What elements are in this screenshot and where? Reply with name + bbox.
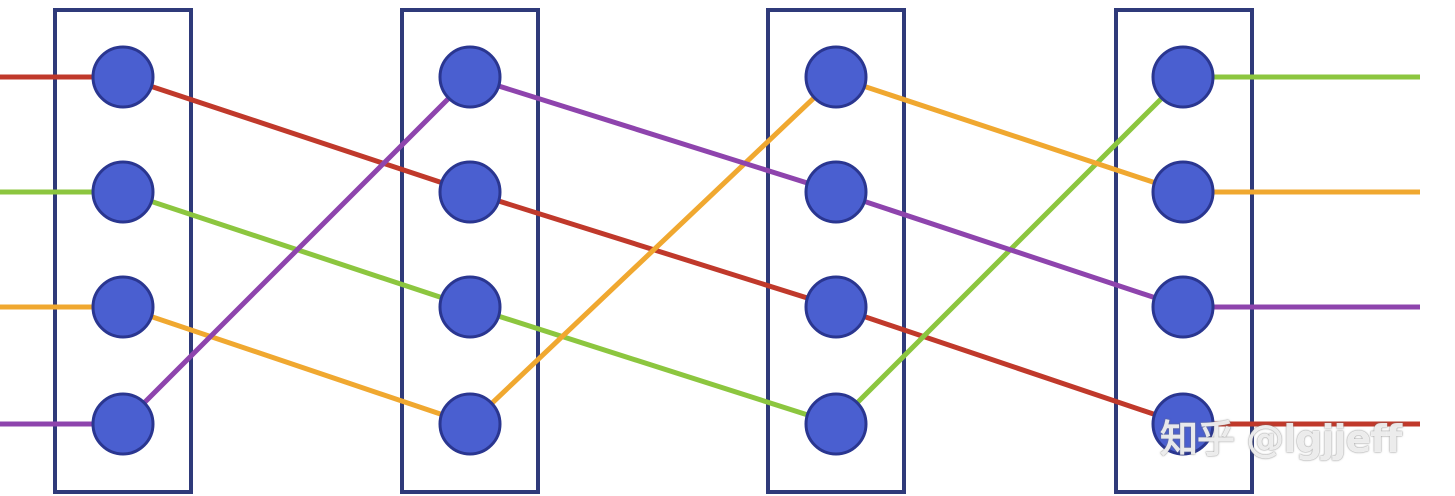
node-stage-2-row-4: [438, 392, 502, 456]
stage-frame-1: [53, 8, 193, 494]
stage-nodes: [91, 45, 1215, 456]
node-stage-1-row-1: [91, 45, 155, 109]
node-stage-1-row-2: [91, 160, 155, 224]
node-stage-1-row-3: [91, 275, 155, 339]
watermark-text: 知乎 @lgjjeff: [1160, 417, 1402, 461]
node-stage-4-row-4: [1151, 392, 1215, 456]
node-stage-2-row-2: [438, 160, 502, 224]
node-stage-2-row-3: [438, 275, 502, 339]
red-wire: [0, 74, 1420, 427]
green-wire: [0, 74, 1420, 427]
purple-wire: [0, 74, 1420, 427]
node-stage-4-row-2: [1151, 160, 1215, 224]
node-stage-2-row-1: [438, 45, 502, 109]
stage-frame-2: [400, 8, 540, 494]
node-stage-4-row-3: [1151, 275, 1215, 339]
node-stage-3-row-4: [804, 392, 868, 456]
node-stage-4-row-1: [1151, 45, 1215, 109]
node-stage-3-row-1: [804, 45, 868, 109]
stage-frames: [53, 8, 1254, 494]
stage-frame-3: [766, 8, 906, 494]
node-stage-3-row-2: [804, 160, 868, 224]
orange-wire: [0, 74, 1420, 427]
connection-wires: [0, 74, 1420, 427]
node-stage-3-row-3: [804, 275, 868, 339]
stage-frame-4: [1114, 8, 1254, 494]
node-stage-1-row-4: [91, 392, 155, 456]
